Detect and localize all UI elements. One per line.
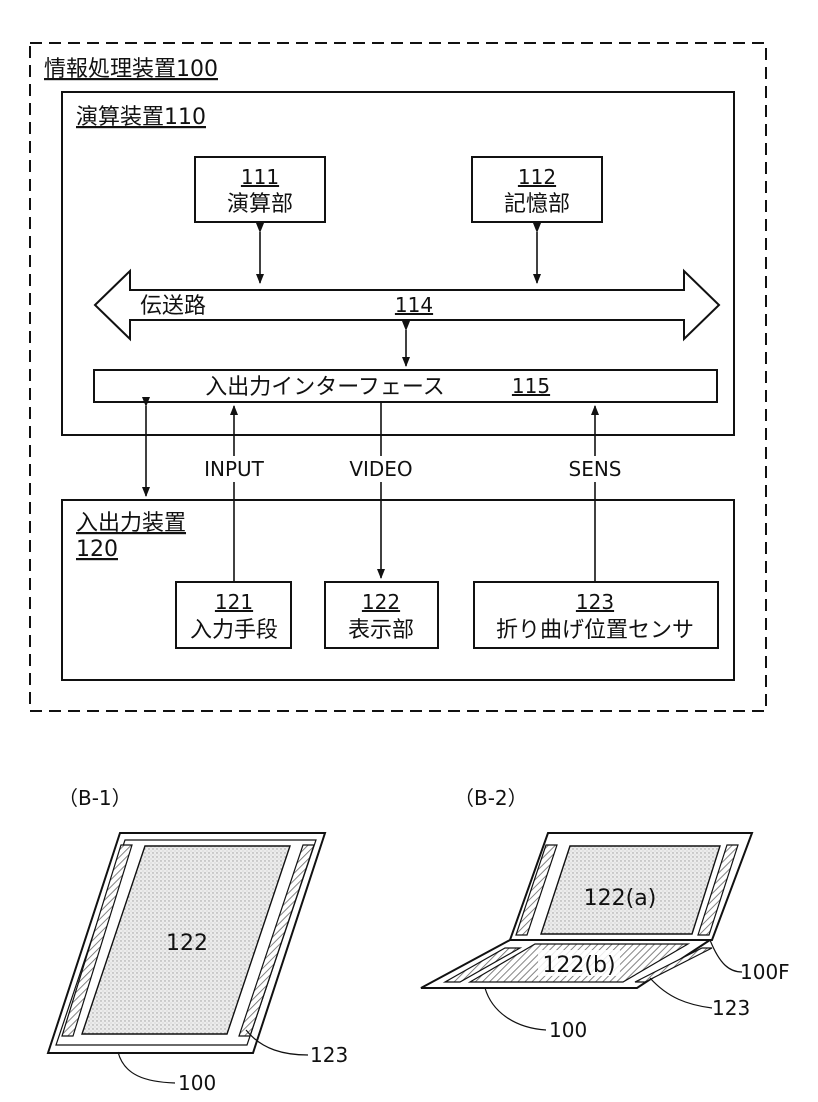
bus-name: 伝送路 — [140, 294, 206, 319]
b2-device-label: 100 — [549, 1018, 587, 1042]
unit-122-num: 122 — [362, 590, 400, 614]
b1-device-leader — [118, 1052, 175, 1083]
iodev-title: 入出力装置 — [76, 511, 186, 536]
io-interface-name: 入出力インターフェース — [205, 375, 445, 400]
unit-123-num: 123 — [576, 590, 614, 614]
b1-caption: （B-1） — [58, 786, 132, 810]
b1-display-label: 122 — [166, 931, 208, 956]
b2-upper-label: 122(a) — [584, 886, 657, 911]
unit-111-name: 演算部 — [227, 192, 293, 217]
iodev-num: 120 — [76, 537, 118, 562]
unit-121-name: 入力手段 — [190, 618, 278, 643]
signal-input: INPUT — [204, 457, 265, 481]
signal-sens: SENS — [569, 457, 622, 481]
unit-122-name: 表示部 — [348, 618, 414, 643]
b2-device-leader — [485, 988, 546, 1030]
b2-sensor-label: 123 — [712, 996, 750, 1020]
unit-111-num: 111 — [241, 165, 279, 189]
io-interface-num: 115 — [512, 374, 550, 398]
unit-112-name: 記憶部 — [504, 192, 570, 217]
signal-video: VIDEO — [349, 457, 412, 481]
b2-fold-leader — [710, 940, 742, 972]
unit-121-num: 121 — [215, 590, 253, 614]
b2-lower-label: 122(b) — [542, 953, 615, 978]
b1-device-label: 100 — [178, 1071, 216, 1095]
unit-123-name: 折り曲げ位置センサ — [496, 618, 694, 643]
b2-sensor-leader — [650, 978, 712, 1008]
unit-112-num: 112 — [518, 165, 556, 189]
b2-caption: （B-2） — [454, 786, 528, 810]
b1-sensor-label: 123 — [310, 1043, 348, 1067]
bus-num: 114 — [395, 293, 433, 317]
arith-title: 演算装置110 — [76, 105, 206, 130]
device-title: 情報処理装置100 — [44, 57, 218, 82]
b2-fold-label: 100F — [740, 960, 790, 984]
